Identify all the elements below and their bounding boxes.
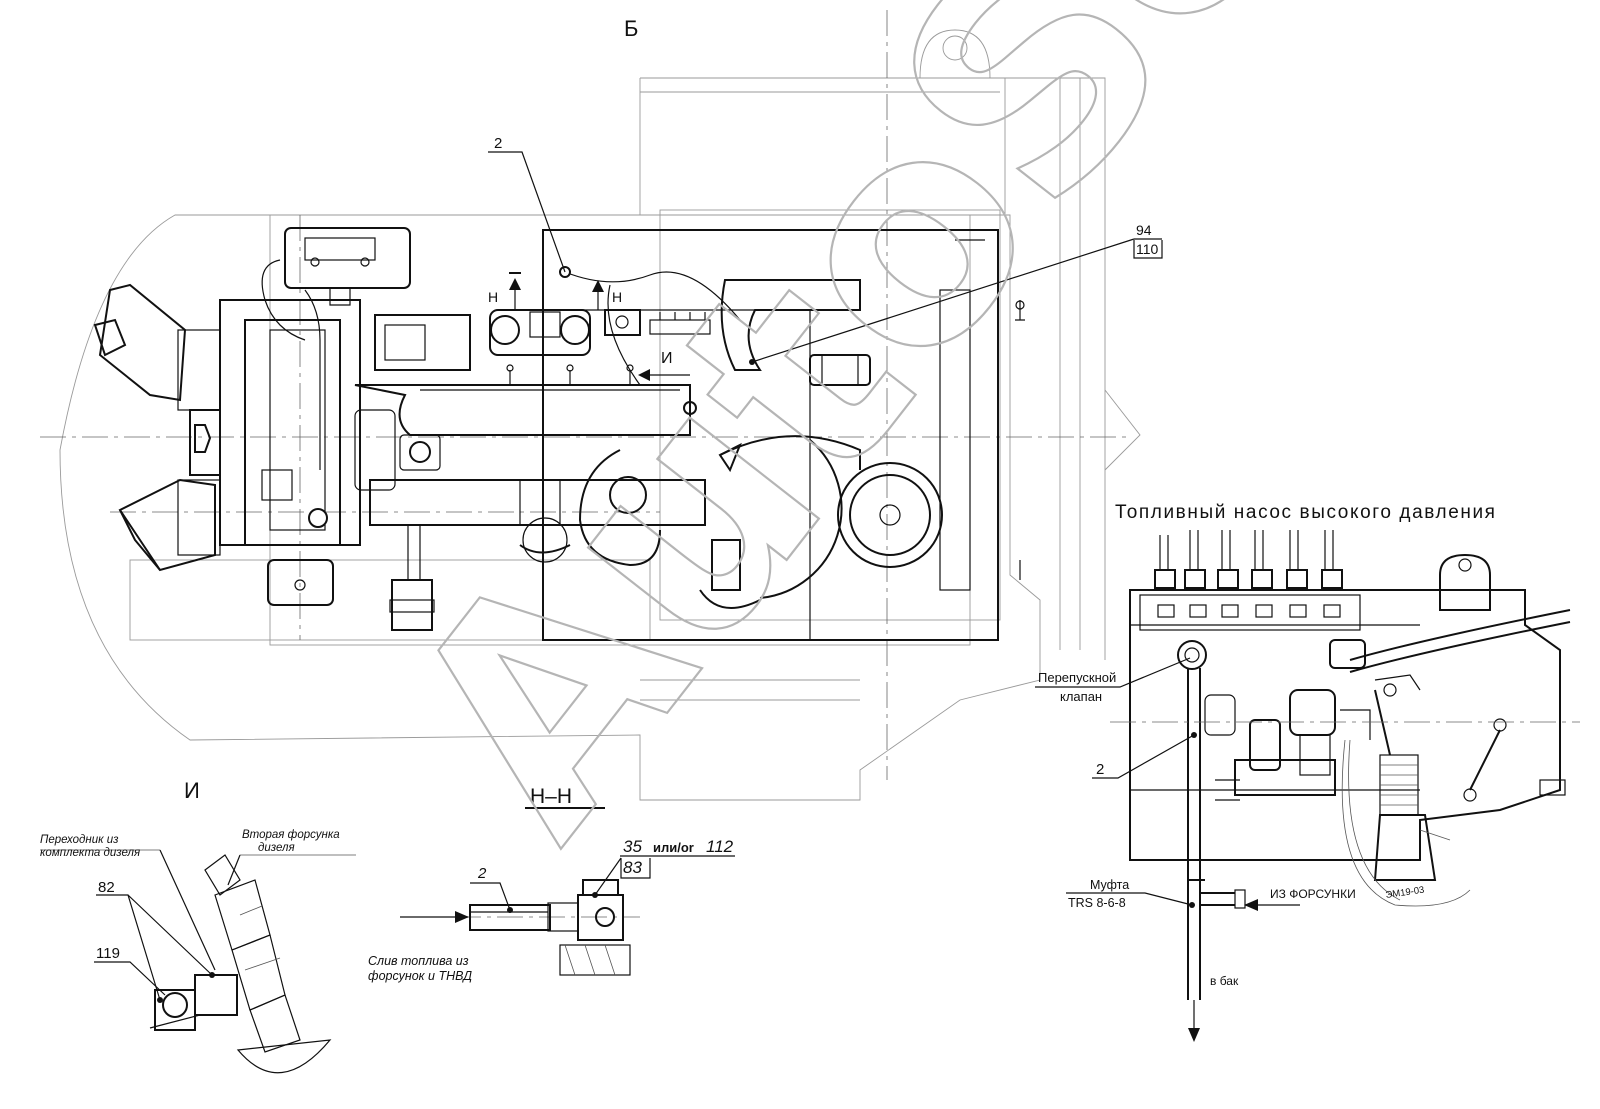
pump-callout-2: 2	[1096, 761, 1104, 778]
second-injector-label-line2: дизеля	[258, 842, 295, 854]
view-i-drawing	[40, 849, 356, 1074]
main-callout-110: 110	[1136, 241, 1159, 257]
main-callout-2: 2	[494, 135, 502, 152]
section-callout-35-112: 35 или/or 112	[623, 837, 734, 856]
main-callout-2-leader	[488, 151, 566, 273]
coupling-label-line1: Муфта	[1090, 878, 1129, 892]
drain-label-line2: форсунок и ТНВД	[368, 969, 472, 983]
coupling-label-line2: TRS 8-6-8	[1068, 896, 1126, 910]
bypass-label-line1: Перепускной	[1038, 670, 1116, 685]
main-view-b	[40, 10, 1141, 801]
bypass-label-line2: клапан	[1060, 689, 1102, 704]
section-callout-112: 112	[706, 837, 734, 856]
section-callout-35: 35	[623, 837, 642, 856]
from-injector-label: ИЗ ФОРСУНКИ	[1270, 887, 1356, 901]
section-callout-2: 2	[477, 865, 487, 882]
section-hh-drawing	[455, 879, 640, 976]
pump-drawing	[1110, 530, 1580, 1000]
section-callout-or: или/or	[653, 840, 694, 855]
drain-label-line1: Слив топлива из	[368, 954, 469, 968]
view-i-callout-82: 82	[98, 879, 115, 896]
section-marker-right: Н	[612, 289, 622, 305]
solenoid-mark: ЭМ19-03	[1385, 885, 1425, 901]
section-hh-title: Н–Н	[530, 785, 572, 808]
drain-arrow-head	[455, 911, 469, 923]
main-callout-94: 94	[1136, 222, 1152, 238]
view-i-marker: И	[661, 350, 673, 367]
to-tank-label: в бак	[1210, 974, 1239, 988]
pump-title: Топливный насос высокого давления	[1115, 502, 1497, 523]
adapter-label-line1: Переходник из	[40, 834, 119, 846]
section-callout-83: 83	[623, 858, 642, 877]
watermark: AutoSoft	[341, 0, 1534, 894]
second-injector-label-line1: Вторая форсунка	[242, 829, 340, 841]
view-i-title: И	[184, 778, 200, 803]
main-callout-94-leader	[751, 238, 1135, 363]
adapter-label-line2: комплекта дизеля	[40, 847, 140, 859]
section-marker-left: Н	[488, 289, 498, 305]
view-i-callout-119: 119	[96, 945, 120, 962]
main-view-title: Б	[624, 16, 638, 41]
